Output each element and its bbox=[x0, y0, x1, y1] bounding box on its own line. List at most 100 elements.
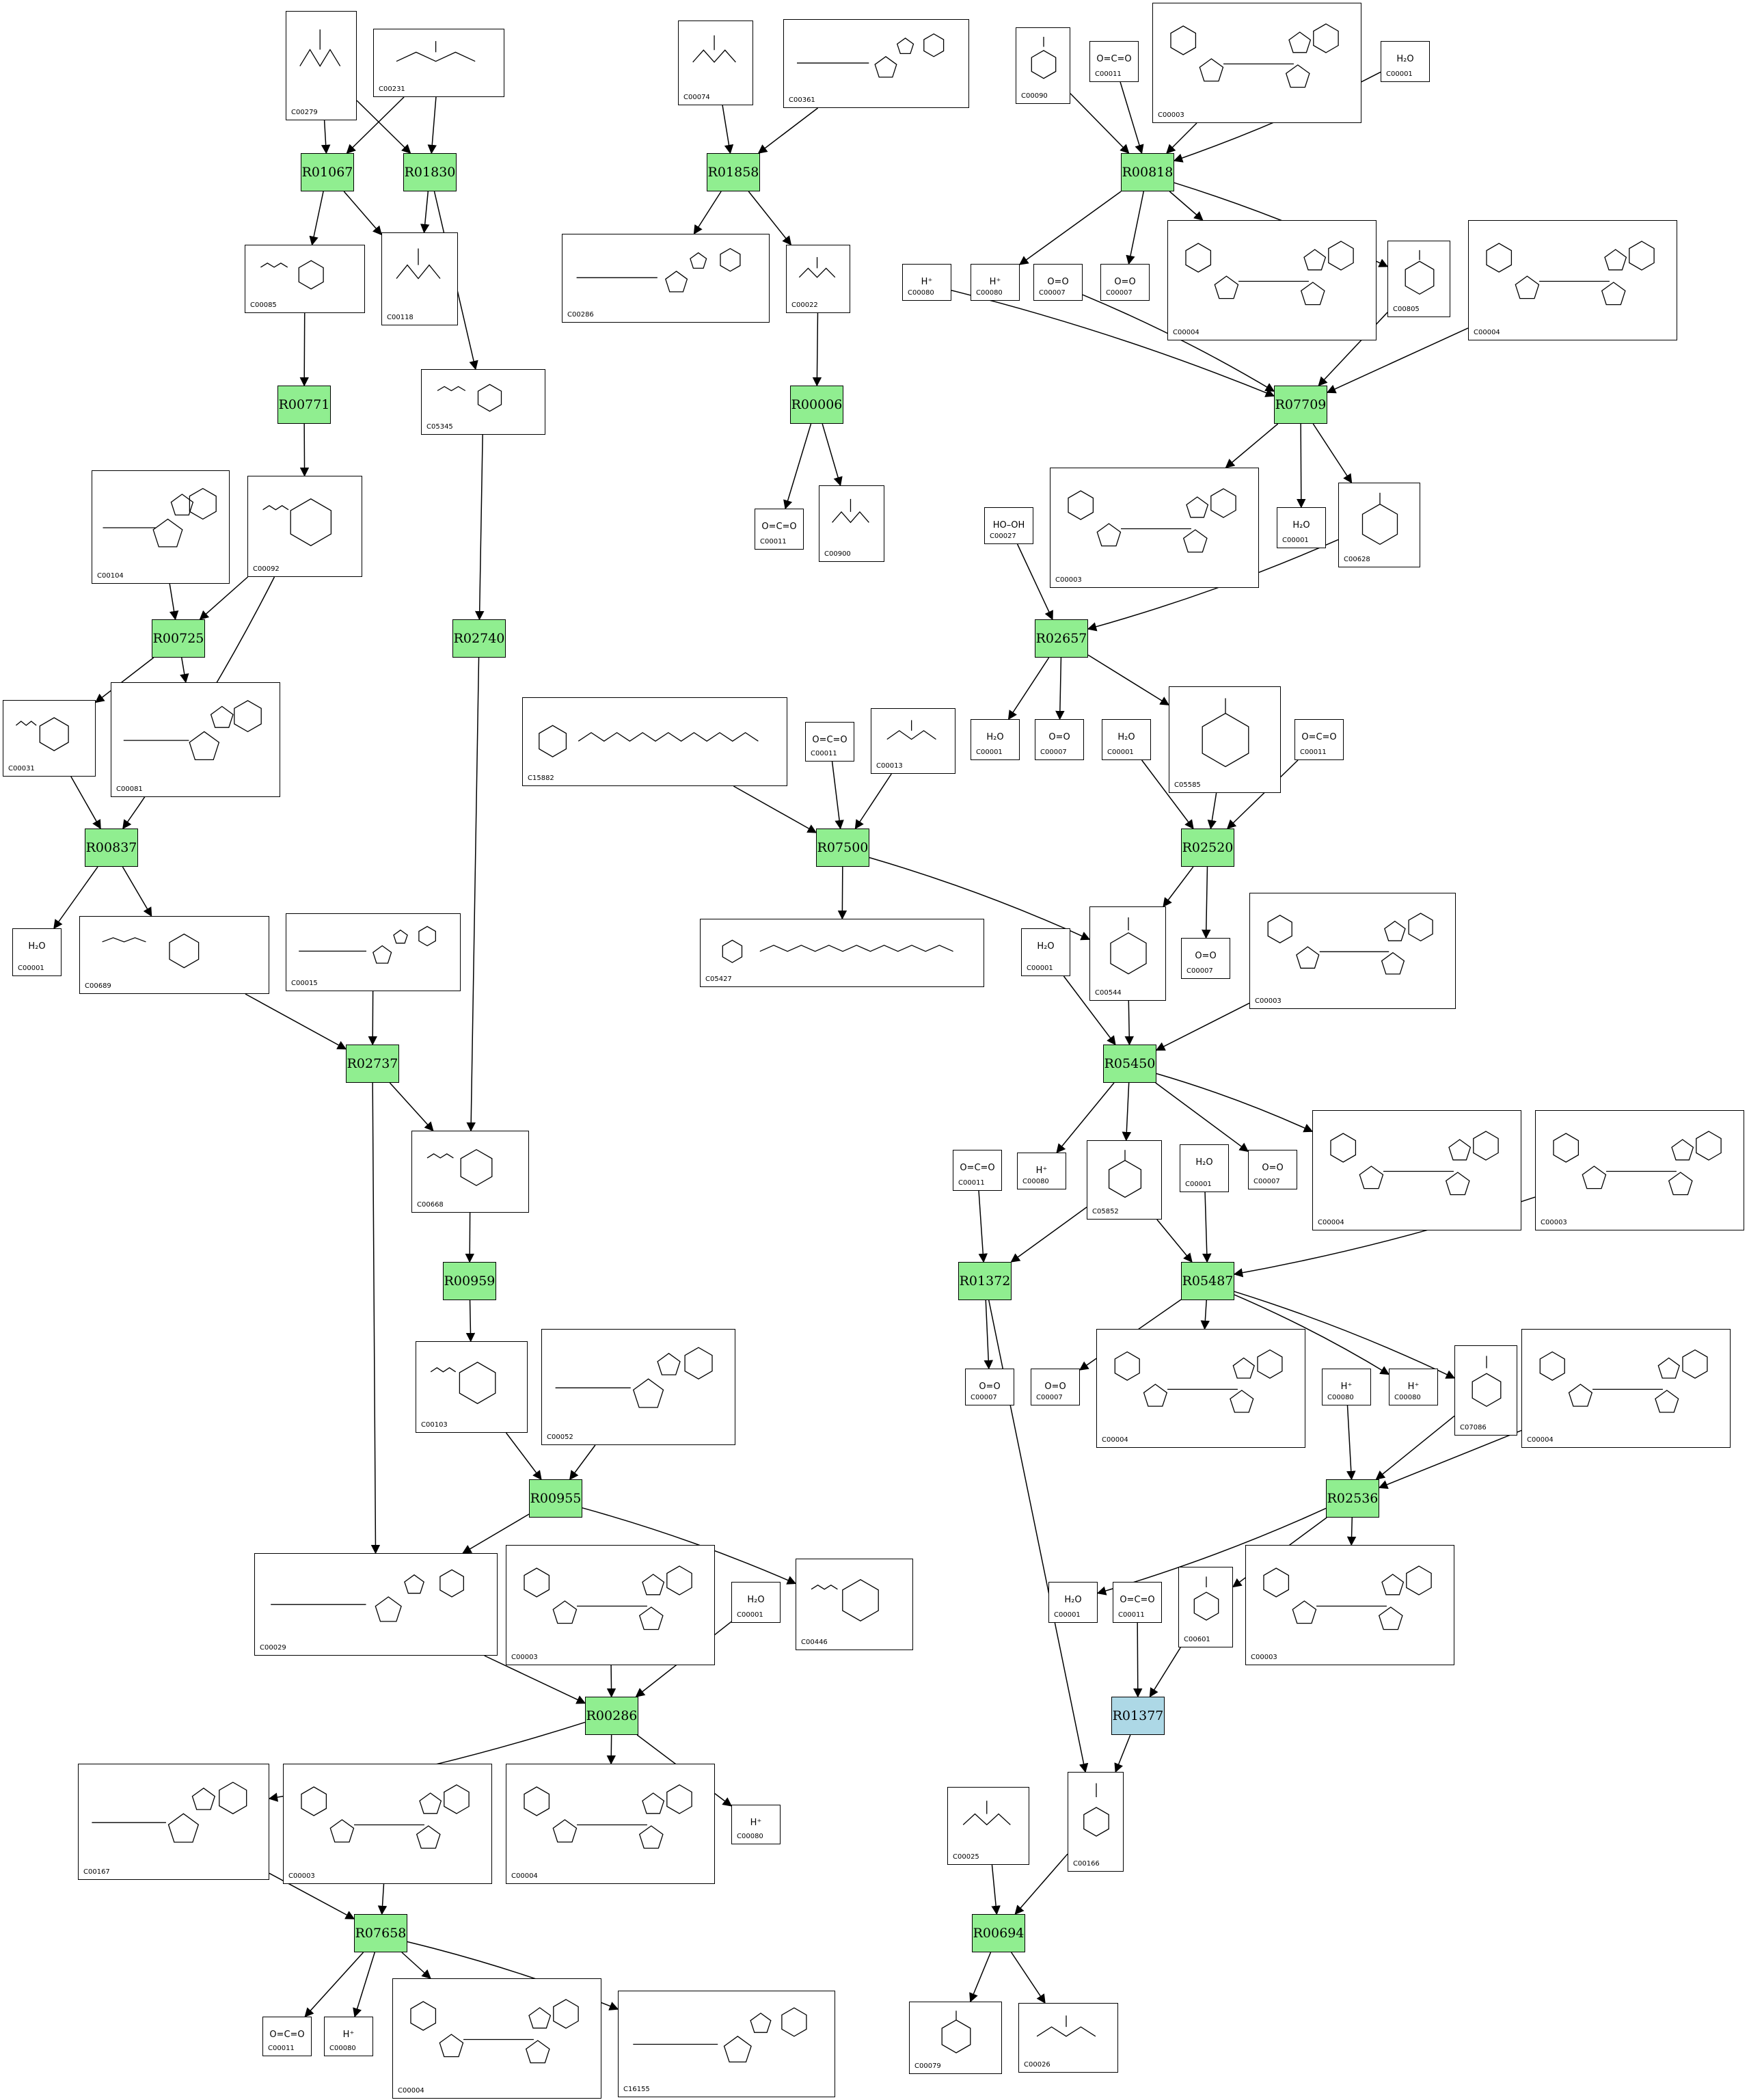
compound-C00003[interactable]: C00003 bbox=[1249, 893, 1456, 1009]
reaction-R00006[interactable]: R00006 bbox=[790, 386, 843, 424]
reaction-R00771[interactable]: R00771 bbox=[277, 386, 331, 424]
compound-C00446[interactable]: C00446 bbox=[796, 1559, 913, 1650]
compound-C00544[interactable]: C00544 bbox=[1089, 906, 1166, 1001]
compound-C00003[interactable]: C00003 bbox=[1535, 1110, 1744, 1230]
compound-C00022[interactable]: C00022 bbox=[786, 245, 850, 313]
reaction-R00725[interactable]: R00725 bbox=[152, 619, 205, 658]
compound-C00004[interactable]: C00004 bbox=[1167, 220, 1377, 340]
compound-C05345[interactable]: C05345 bbox=[421, 369, 545, 435]
compound-C00090[interactable]: C00090 bbox=[1016, 27, 1070, 104]
compound-C00103[interactable]: C00103 bbox=[416, 1341, 528, 1433]
reaction-R07500[interactable]: R07500 bbox=[816, 829, 869, 867]
compound-C00118[interactable]: C00118 bbox=[381, 232, 458, 325]
reaction-R02737[interactable]: R02737 bbox=[346, 1045, 399, 1083]
compound-C00361[interactable]: C00361 bbox=[783, 19, 969, 108]
compound-C05585[interactable]: C05585 bbox=[1169, 686, 1281, 793]
compound-C00279[interactable]: C00279 bbox=[286, 11, 357, 120]
reaction-R02740[interactable]: R02740 bbox=[452, 619, 506, 658]
reaction-R01858[interactable]: R01858 bbox=[707, 153, 760, 191]
compound-C00085[interactable]: C00085 bbox=[245, 245, 365, 313]
compound-C05852[interactable]: C05852 bbox=[1087, 1140, 1162, 1220]
compound-C00167[interactable]: C00167 bbox=[78, 1764, 269, 1880]
compound-C00080[interactable]: H⁺C00080 bbox=[731, 1805, 781, 1844]
compound-C00004[interactable]: C00004 bbox=[1521, 1329, 1731, 1448]
reaction-R00286[interactable]: R00286 bbox=[585, 1697, 638, 1735]
compound-C00004[interactable]: C00004 bbox=[1312, 1110, 1521, 1230]
compound-C00080[interactable]: H⁺C00080 bbox=[971, 264, 1020, 301]
reaction-R02520[interactable]: R02520 bbox=[1181, 829, 1234, 867]
reaction-R07709[interactable]: R07709 bbox=[1274, 386, 1327, 424]
compound-C00628[interactable]: C00628 bbox=[1338, 483, 1420, 567]
reaction-R00694[interactable]: R00694 bbox=[972, 1914, 1025, 1952]
reaction-R05450[interactable]: R05450 bbox=[1103, 1045, 1156, 1083]
compound-C00601[interactable]: C00601 bbox=[1178, 1567, 1233, 1647]
compound-C00074[interactable]: C00074 bbox=[678, 21, 753, 105]
compound-C00004[interactable]: C00004 bbox=[1096, 1329, 1305, 1448]
compound-C00004[interactable]: C00004 bbox=[1468, 220, 1677, 340]
compound-C00004[interactable]: C00004 bbox=[506, 1764, 715, 1884]
compound-C00004[interactable]: C00004 bbox=[392, 1978, 601, 2099]
compound-C00003[interactable]: C00003 bbox=[283, 1764, 492, 1884]
compound-C00668[interactable]: C00668 bbox=[411, 1131, 529, 1213]
compound-C00080[interactable]: H⁺C00080 bbox=[1322, 1369, 1371, 1405]
reaction-R01830[interactable]: R01830 bbox=[403, 153, 457, 191]
compound-C00166[interactable]: C00166 bbox=[1068, 1772, 1124, 1872]
compound-C00900[interactable]: C00900 bbox=[819, 485, 884, 562]
reaction-R07658[interactable]: R07658 bbox=[354, 1914, 407, 1952]
compound-C00104[interactable]: C00104 bbox=[92, 470, 230, 584]
compound-C00026[interactable]: C00026 bbox=[1018, 2003, 1118, 2073]
compound-C07086[interactable]: C07086 bbox=[1454, 1345, 1517, 1436]
compound-C00003[interactable]: C00003 bbox=[506, 1545, 715, 1665]
compound-C00003[interactable]: C00003 bbox=[1050, 468, 1259, 588]
reaction-R01377[interactable]: R01377 bbox=[1111, 1697, 1165, 1735]
reaction-R05487[interactable]: R05487 bbox=[1181, 1262, 1234, 1300]
reaction-R02536[interactable]: R02536 bbox=[1326, 1479, 1379, 1518]
compound-C00079[interactable]: C00079 bbox=[909, 2002, 1002, 2074]
compound-C00031[interactable]: C00031 bbox=[3, 700, 96, 777]
reaction-R00955[interactable]: R00955 bbox=[529, 1479, 582, 1518]
compound-C00015[interactable]: C00015 bbox=[286, 913, 461, 991]
compound-C00689[interactable]: C00689 bbox=[79, 916, 269, 994]
reaction-R02657[interactable]: R02657 bbox=[1035, 619, 1088, 658]
reaction-R00818[interactable]: R00818 bbox=[1121, 153, 1174, 191]
compound-C00805[interactable]: C00805 bbox=[1387, 241, 1450, 317]
compound-C00052[interactable]: C00052 bbox=[541, 1329, 735, 1445]
compound-C00080[interactable]: H⁺C00080 bbox=[1389, 1369, 1438, 1405]
compound-C00231[interactable]: C00231 bbox=[373, 29, 504, 97]
reaction-R00837[interactable]: R00837 bbox=[85, 829, 138, 867]
compound-C00080[interactable]: H⁺C00080 bbox=[902, 264, 951, 301]
reaction-R01372[interactable]: R01372 bbox=[958, 1262, 1012, 1300]
compound-C00081[interactable]: C00081 bbox=[111, 682, 280, 797]
compound-C00003[interactable]: C00003 bbox=[1152, 3, 1361, 123]
compound-C00025[interactable]: C00025 bbox=[947, 1787, 1029, 1865]
compound-C16155[interactable]: C16155 bbox=[618, 1991, 835, 2097]
compound-C00092[interactable]: C00092 bbox=[247, 476, 362, 577]
compound-C00003[interactable]: C00003 bbox=[1245, 1545, 1454, 1665]
compound-C15882[interactable]: C15882 bbox=[522, 697, 787, 786]
compound-C00029[interactable]: C00029 bbox=[254, 1553, 498, 1656]
compound-C00013[interactable]: C00013 bbox=[871, 708, 955, 774]
reaction-R01067[interactable]: R01067 bbox=[301, 153, 354, 191]
